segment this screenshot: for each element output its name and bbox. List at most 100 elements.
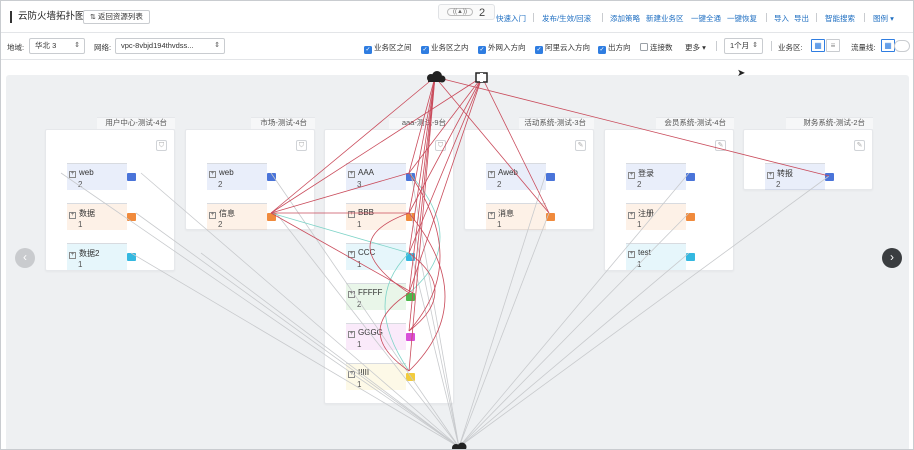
next-page-button[interactable]: ›: [882, 248, 902, 268]
expand-icon[interactable]: +: [488, 212, 495, 219]
region-label: 地域:: [7, 43, 25, 52]
shield-icon[interactable]: ⛉: [156, 140, 167, 151]
expand-icon[interactable]: +: [628, 212, 635, 219]
node-port-icon[interactable]: [546, 213, 555, 221]
node-port-icon[interactable]: [406, 253, 415, 261]
expand-icon[interactable]: +: [209, 212, 216, 219]
expand-icon[interactable]: +: [767, 172, 774, 179]
expand-icon[interactable]: +: [69, 212, 76, 219]
expand-icon[interactable]: +: [348, 211, 355, 218]
expand-icon[interactable]: +: [348, 171, 355, 178]
expand-icon[interactable]: +: [209, 171, 216, 178]
checkbox-icon[interactable]: ✓: [364, 46, 372, 54]
expand-icon[interactable]: +: [348, 331, 355, 338]
node-name-text: BBB: [358, 208, 375, 217]
expand-icon[interactable]: +: [628, 172, 635, 179]
node-port-icon[interactable]: [406, 213, 415, 221]
node-port-icon[interactable]: [127, 253, 136, 261]
filter-checkbox-3[interactable]: ✓阿里云入方向: [535, 42, 590, 54]
expand-icon[interactable]: +: [69, 171, 76, 178]
node-name: +IIIII: [348, 368, 369, 378]
header-link-3[interactable]: 新建业务区: [646, 14, 684, 23]
alert-counter[interactable]: ((▲)) 2: [438, 4, 495, 20]
node-port-icon[interactable]: [127, 213, 136, 221]
node-port-icon[interactable]: [686, 173, 695, 181]
checkbox-icon[interactable]: ✓: [421, 46, 429, 54]
header-link-7[interactable]: 导出: [794, 14, 809, 23]
filter-divider: [716, 41, 717, 51]
node-divider: [346, 323, 406, 324]
header-divider: [602, 13, 603, 22]
node-port-icon[interactable]: [267, 173, 276, 181]
filter-checkbox-1[interactable]: ✓业务区之内: [421, 42, 469, 54]
shield-icon[interactable]: ⛉: [296, 140, 307, 151]
expand-icon[interactable]: +: [348, 371, 355, 378]
node-port-icon[interactable]: [127, 173, 136, 181]
aliyun-gateway-icon[interactable]: [475, 72, 488, 83]
node-port-icon[interactable]: [546, 173, 555, 181]
back-to-resource-list-button[interactable]: ⇅返回资源列表: [83, 10, 150, 24]
filter-checkbox-4[interactable]: ✓出方向: [598, 42, 631, 54]
checkbox-icon[interactable]: [640, 43, 648, 51]
node-count: 1: [78, 220, 83, 229]
zone-grid-view-button[interactable]: ▦: [811, 39, 825, 52]
node-divider: [67, 203, 127, 204]
node-port-icon[interactable]: [267, 213, 276, 221]
edit-icon[interactable]: ✎: [854, 140, 865, 151]
node-port-icon[interactable]: [406, 293, 415, 301]
header-link-6[interactable]: 导入: [774, 14, 789, 23]
header-link-8[interactable]: 智能搜索: [825, 14, 855, 23]
node-port-icon[interactable]: [686, 213, 695, 221]
edit-icon[interactable]: ✎: [575, 140, 586, 151]
header-link-1[interactable]: 发布/生效/回滚: [542, 14, 592, 23]
header-link-4[interactable]: 一键全通: [691, 14, 721, 23]
expand-icon[interactable]: +: [348, 251, 355, 258]
internet-cloud-icon[interactable]: [427, 71, 446, 83]
header-link-2[interactable]: 添加策略: [610, 14, 640, 23]
edit-icon[interactable]: ✎: [715, 140, 726, 151]
header-link-0[interactable]: 快速入门: [496, 14, 526, 23]
node-port-icon[interactable]: [406, 173, 415, 181]
checkbox-icon[interactable]: ✓: [478, 46, 486, 54]
node-port-icon[interactable]: [686, 253, 695, 261]
node-port-icon[interactable]: [406, 333, 415, 341]
filter-checkbox-2[interactable]: ✓外网入方向: [478, 42, 526, 54]
flow-line-toggle[interactable]: [894, 40, 910, 52]
outbound-cloud-icon[interactable]: [452, 442, 467, 450]
header-link-5[interactable]: 一键恢复: [727, 14, 757, 23]
checkbox-icon[interactable]: ✓: [535, 46, 543, 54]
checkbox-icon[interactable]: ✓: [598, 46, 606, 54]
previous-page-button[interactable]: ‹: [15, 248, 35, 268]
expand-icon[interactable]: +: [69, 252, 76, 259]
filter-checkbox-0[interactable]: ✓业务区之间: [364, 42, 412, 54]
more-dropdown[interactable]: 更多 ▾: [685, 42, 706, 53]
period-select[interactable]: 1个月⇕: [724, 38, 763, 54]
legend-dropdown[interactable]: 图例 ▾: [873, 13, 894, 24]
flow-grid-button[interactable]: ▦: [881, 39, 895, 52]
expand-icon[interactable]: +: [628, 251, 635, 258]
network-select[interactable]: vpc-8vbjd194thvdss...⇕: [115, 38, 225, 54]
node-port-icon[interactable]: [825, 173, 834, 181]
region-select[interactable]: 华北 3⇕: [29, 38, 85, 54]
expand-icon[interactable]: +: [488, 171, 495, 178]
zone-list-view-button[interactable]: ≡: [826, 39, 840, 52]
filter-checkbox-5[interactable]: 连接数: [640, 42, 673, 53]
